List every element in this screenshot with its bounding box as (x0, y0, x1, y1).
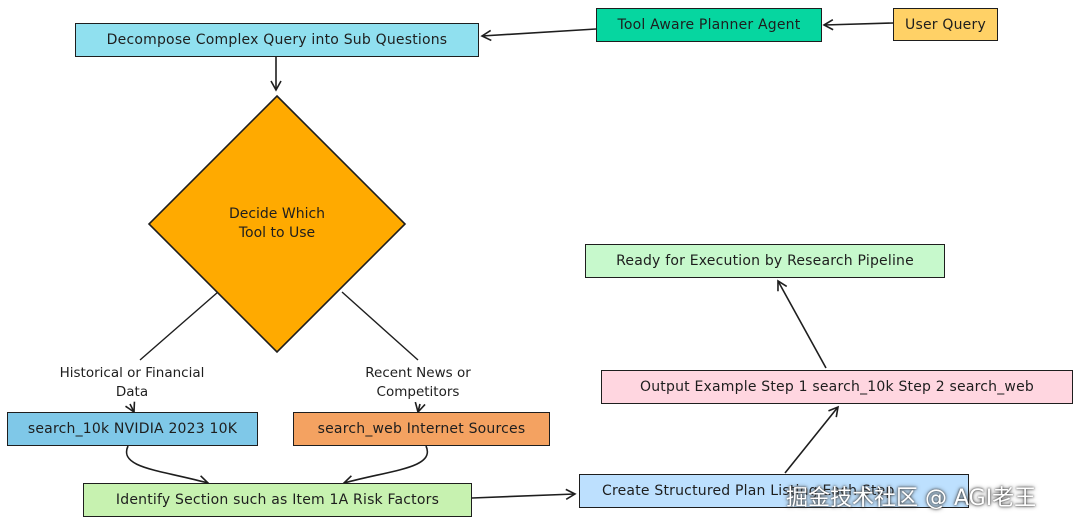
edge-historical-to-search10k (125, 401, 136, 414)
ready-node: Ready for Execution by Research Pipeline (585, 244, 945, 278)
recent-branch-label: Recent News or Competitors (345, 364, 491, 402)
edge-user-to-planner (822, 19, 894, 31)
create-plan-node: Create Structured Plan Listing Each Step (579, 474, 969, 508)
decide-label-line-1: Decide Which (228, 206, 326, 222)
watermark-text: 掘金技术社区 @ AGI老王 (786, 486, 1037, 511)
decide-label-line-2: Tool to Use (238, 225, 316, 241)
edge-recent-to-searchweb (414, 401, 426, 414)
edge-create-to-output (784, 405, 840, 474)
planner-agent-node: Tool Aware Planner Agent (596, 8, 822, 42)
historical-label-line-2: Data (115, 384, 149, 400)
edge-search10k-to-identify (125, 445, 210, 487)
output-example-node: Output Example Step 1 search_10k Step 2 … (601, 370, 1073, 404)
edge-searchweb-to-identify (342, 445, 429, 487)
edge-output-to-ready (777, 279, 827, 369)
edge-decide-to-historical (139, 291, 219, 361)
recent-label-line-2: Competitors (376, 384, 460, 400)
historical-label-line-1: Historical or Financial (59, 365, 205, 381)
user-query-node: User Query (893, 8, 998, 41)
edge-decide-to-recent (341, 291, 419, 361)
edge-planner-to-decompose (480, 28, 597, 42)
decide-diamond (147, 94, 407, 354)
recent-label-line-1: Recent News or (365, 365, 471, 381)
search-web-node: search_web Internet Sources (293, 412, 550, 446)
decompose-node: Decompose Complex Query into Sub Questio… (75, 23, 479, 57)
identify-section-node: Identify Section such as Item 1A Risk Fa… (83, 483, 472, 517)
historical-branch-label: Historical or Financial Data (40, 364, 224, 402)
decide-label: Decide Which Tool to Use (205, 205, 349, 243)
search-10k-node: search_10k NVIDIA 2023 10K (7, 412, 258, 446)
edge-identify-to-create (471, 488, 577, 501)
